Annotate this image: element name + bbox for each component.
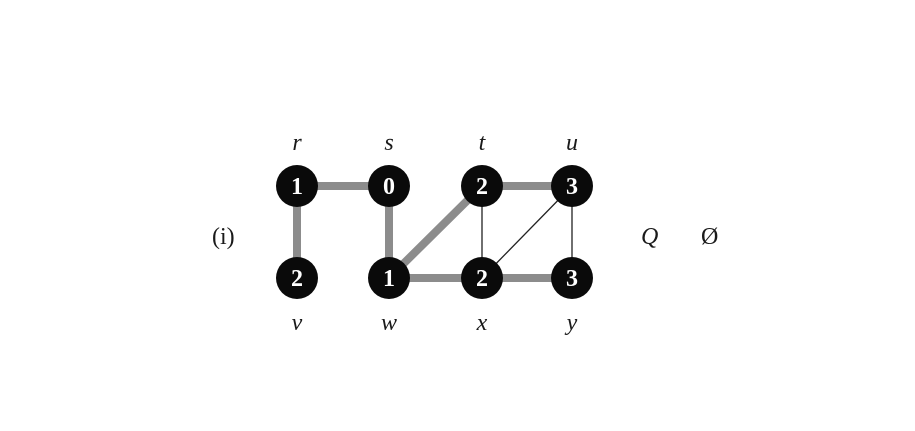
- node-distance-w: 1: [383, 266, 395, 292]
- node-distance-y: 3: [566, 266, 578, 292]
- edge-u-x: [481, 185, 573, 279]
- vertex-label-y: y: [565, 310, 578, 336]
- node-distance-t: 2: [476, 174, 488, 200]
- node-circle-w: [368, 257, 410, 299]
- node-circle-r: [276, 165, 318, 207]
- panel-label: (i): [212, 224, 235, 250]
- node-t: 2: [461, 165, 503, 207]
- node-circle-t: [461, 165, 503, 207]
- node-u: 3: [551, 165, 593, 207]
- node-circle-s: [368, 165, 410, 207]
- node-v: 2: [276, 257, 318, 299]
- vertex-label-x: x: [476, 310, 488, 336]
- node-x: 2: [461, 257, 503, 299]
- node-y: 3: [551, 257, 593, 299]
- node-w: 1: [368, 257, 410, 299]
- edges-layer: [293, 182, 576, 282]
- queue-contents: Ø: [701, 224, 718, 250]
- node-circle-v: [276, 257, 318, 299]
- node-distance-v: 2: [291, 266, 303, 292]
- vertex-label-s: s: [384, 130, 393, 156]
- node-circle-x: [461, 257, 503, 299]
- node-circle-u: [551, 165, 593, 207]
- vertex-labels-layer: r s t u v w x y: [292, 130, 578, 336]
- vertex-label-v: v: [292, 310, 303, 336]
- vertex-label-t: t: [479, 130, 487, 156]
- node-circle-y: [551, 257, 593, 299]
- node-distance-s: 0: [383, 174, 395, 200]
- queue-label: Q: [641, 224, 658, 250]
- tree-edge-w-t: [385, 182, 486, 282]
- nodes-layer: 1 0 2 3 2 1 2 3: [276, 165, 593, 299]
- vertex-label-u: u: [566, 130, 578, 156]
- node-distance-u: 3: [566, 174, 578, 200]
- node-distance-x: 2: [476, 266, 488, 292]
- node-distance-r: 1: [291, 174, 303, 200]
- node-s: 0: [368, 165, 410, 207]
- vertex-label-r: r: [292, 130, 302, 156]
- node-r: 1: [276, 165, 318, 207]
- vertex-label-w: w: [381, 310, 397, 336]
